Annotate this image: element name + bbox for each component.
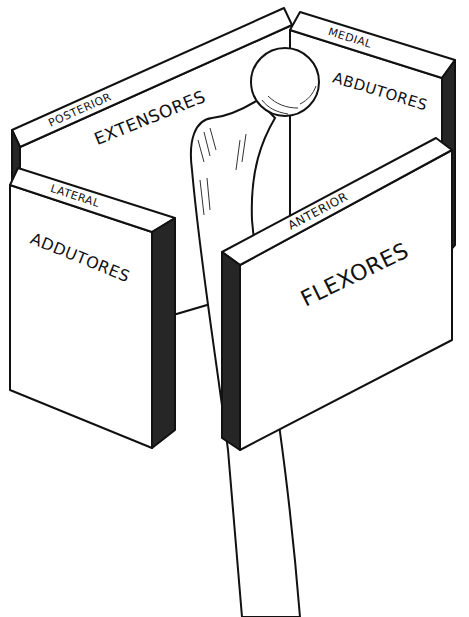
muscle-slab: ANTERIORFLEXORES	[220, 136, 454, 452]
muscle-slab: LATERALADDUTORES	[8, 166, 177, 450]
slab-end	[152, 218, 175, 448]
slab-end	[222, 252, 240, 450]
slab-face	[240, 150, 452, 450]
slab-outline	[8, 166, 177, 450]
slab-top	[222, 138, 452, 265]
slab-top	[10, 168, 175, 232]
slab-top	[290, 12, 455, 78]
